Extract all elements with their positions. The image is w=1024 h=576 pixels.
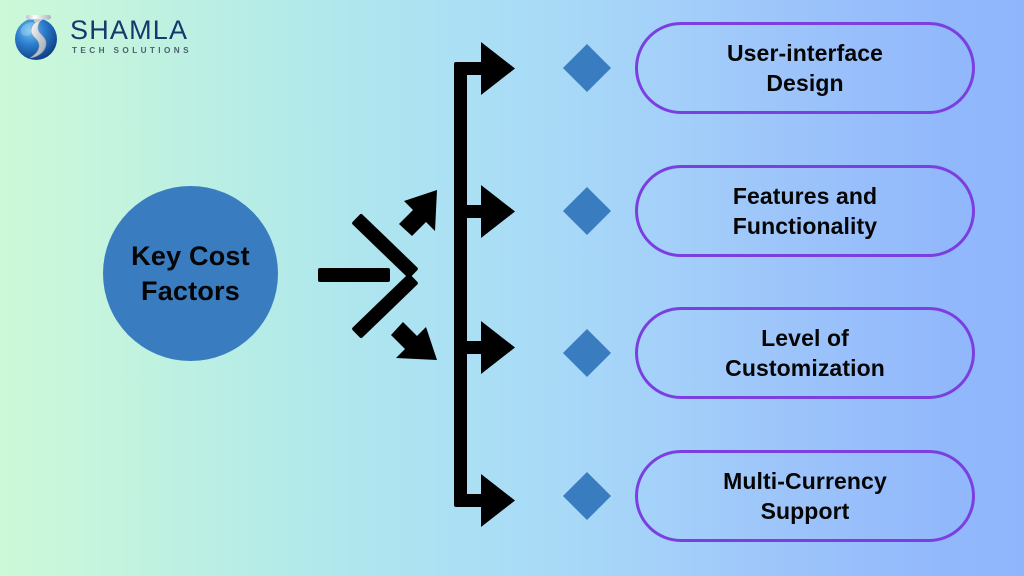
branch-pill-2[interactable]: Features and Functionality xyxy=(635,165,975,257)
branch-label-1: User-interface Design xyxy=(726,39,884,96)
branch-row-3[interactable]: Level of Customization xyxy=(562,307,992,399)
branch-connector-4 xyxy=(454,474,515,527)
brand-name: SHAMLA xyxy=(70,14,189,45)
branch-row-2[interactable]: Features and Functionality xyxy=(562,165,992,257)
branch-label-4: Multi-Currency Support xyxy=(723,467,887,524)
fork-arrow-down xyxy=(352,274,437,360)
center-node-key-cost-factors[interactable]: Key Cost Factors xyxy=(103,186,278,361)
branch-row-1[interactable]: User-interface Design xyxy=(562,22,992,114)
center-node-label: Key Cost Factors xyxy=(131,240,250,306)
branch-label-3: Level of Customization xyxy=(725,324,885,381)
branch-row-4[interactable]: Multi-Currency Support xyxy=(562,450,992,542)
diamond-bullet-icon xyxy=(562,186,612,236)
stem-line xyxy=(318,268,390,282)
shamla-sphere-logo-icon xyxy=(8,8,66,64)
branch-pill-1[interactable]: User-interface Design xyxy=(635,22,975,114)
diamond-bullet-icon xyxy=(562,328,612,378)
brand-wordmark-group: SHAMLA TECH SOLUTIONS xyxy=(70,14,192,55)
diamond-bullet-icon xyxy=(562,471,612,521)
brand-logo: SHAMLA TECH SOLUTIONS xyxy=(8,7,208,65)
branch-connector-3 xyxy=(454,321,515,374)
branch-label-2: Features and Functionality xyxy=(732,182,878,239)
brand-tagline: TECH SOLUTIONS xyxy=(72,45,192,55)
branch-pill-3[interactable]: Level of Customization xyxy=(635,307,975,399)
branch-connector-1 xyxy=(454,42,515,95)
spine-line xyxy=(454,68,467,505)
branch-connector-2 xyxy=(454,185,515,238)
fork-arrow-up xyxy=(352,190,437,278)
branch-pill-4[interactable]: Multi-Currency Support xyxy=(635,450,975,542)
diamond-bullet-icon xyxy=(562,43,612,93)
